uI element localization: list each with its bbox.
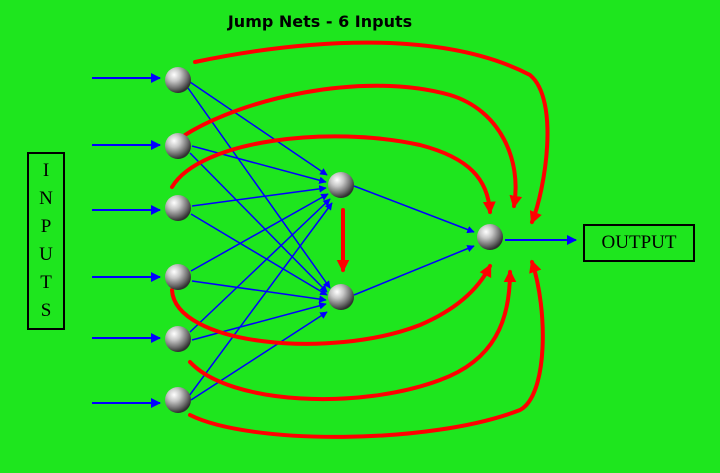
jump-i6-out [188,259,545,439]
hidden-node-2 [328,284,354,310]
jump-i5-out [188,269,517,402]
input-node-2 [165,133,191,159]
hidden-output-connections [353,185,577,296]
connection-h2-out [353,245,475,296]
connection-i6-h1 [188,202,333,397]
connection-i5-h1 [189,198,331,333]
input-hidden-connections [187,81,333,401]
inputs-letter: P [40,216,52,237]
inputs-label-box: I N P U T S [27,152,65,330]
inputs-letter: N [39,188,53,209]
nodes [165,67,503,413]
jump-i4-out [170,263,492,346]
input-node-5 [165,326,191,352]
input-node-1 [165,67,191,93]
input-arrows [92,73,161,408]
inputs-letter: U [39,244,53,265]
jump-i3-out [170,134,496,215]
connection-i4-h1 [190,193,329,272]
hidden-node-1 [328,172,354,198]
inputs-letter: S [40,300,52,321]
output-node [477,224,503,250]
connection-i2-h1 [191,145,327,184]
diagram-title: Jump Nets - 6 Inputs [227,12,413,31]
jump-connections [170,40,550,439]
connection-i2-h2 [189,152,328,293]
input-node-4 [165,264,191,290]
jump-i1-out [193,40,550,225]
connection-i3-h2 [190,213,328,296]
connection-h1-out [353,185,475,234]
inputs-letter: I [42,160,50,181]
connection-i4-h2 [191,280,327,303]
connection-i6-h2 [190,311,328,401]
connection-i1-h2 [187,87,331,289]
connection-i5-h2 [191,302,327,341]
input-node-6 [165,387,191,413]
inputs-letter: T [40,272,52,293]
connection-i3-h1 [191,185,327,207]
input-node-3 [165,195,191,221]
output-label-box: OUTPUT [583,224,695,262]
output-label: OUTPUT [601,232,677,253]
connection-i1-h1 [189,81,328,176]
jump-i2-out [183,83,523,209]
